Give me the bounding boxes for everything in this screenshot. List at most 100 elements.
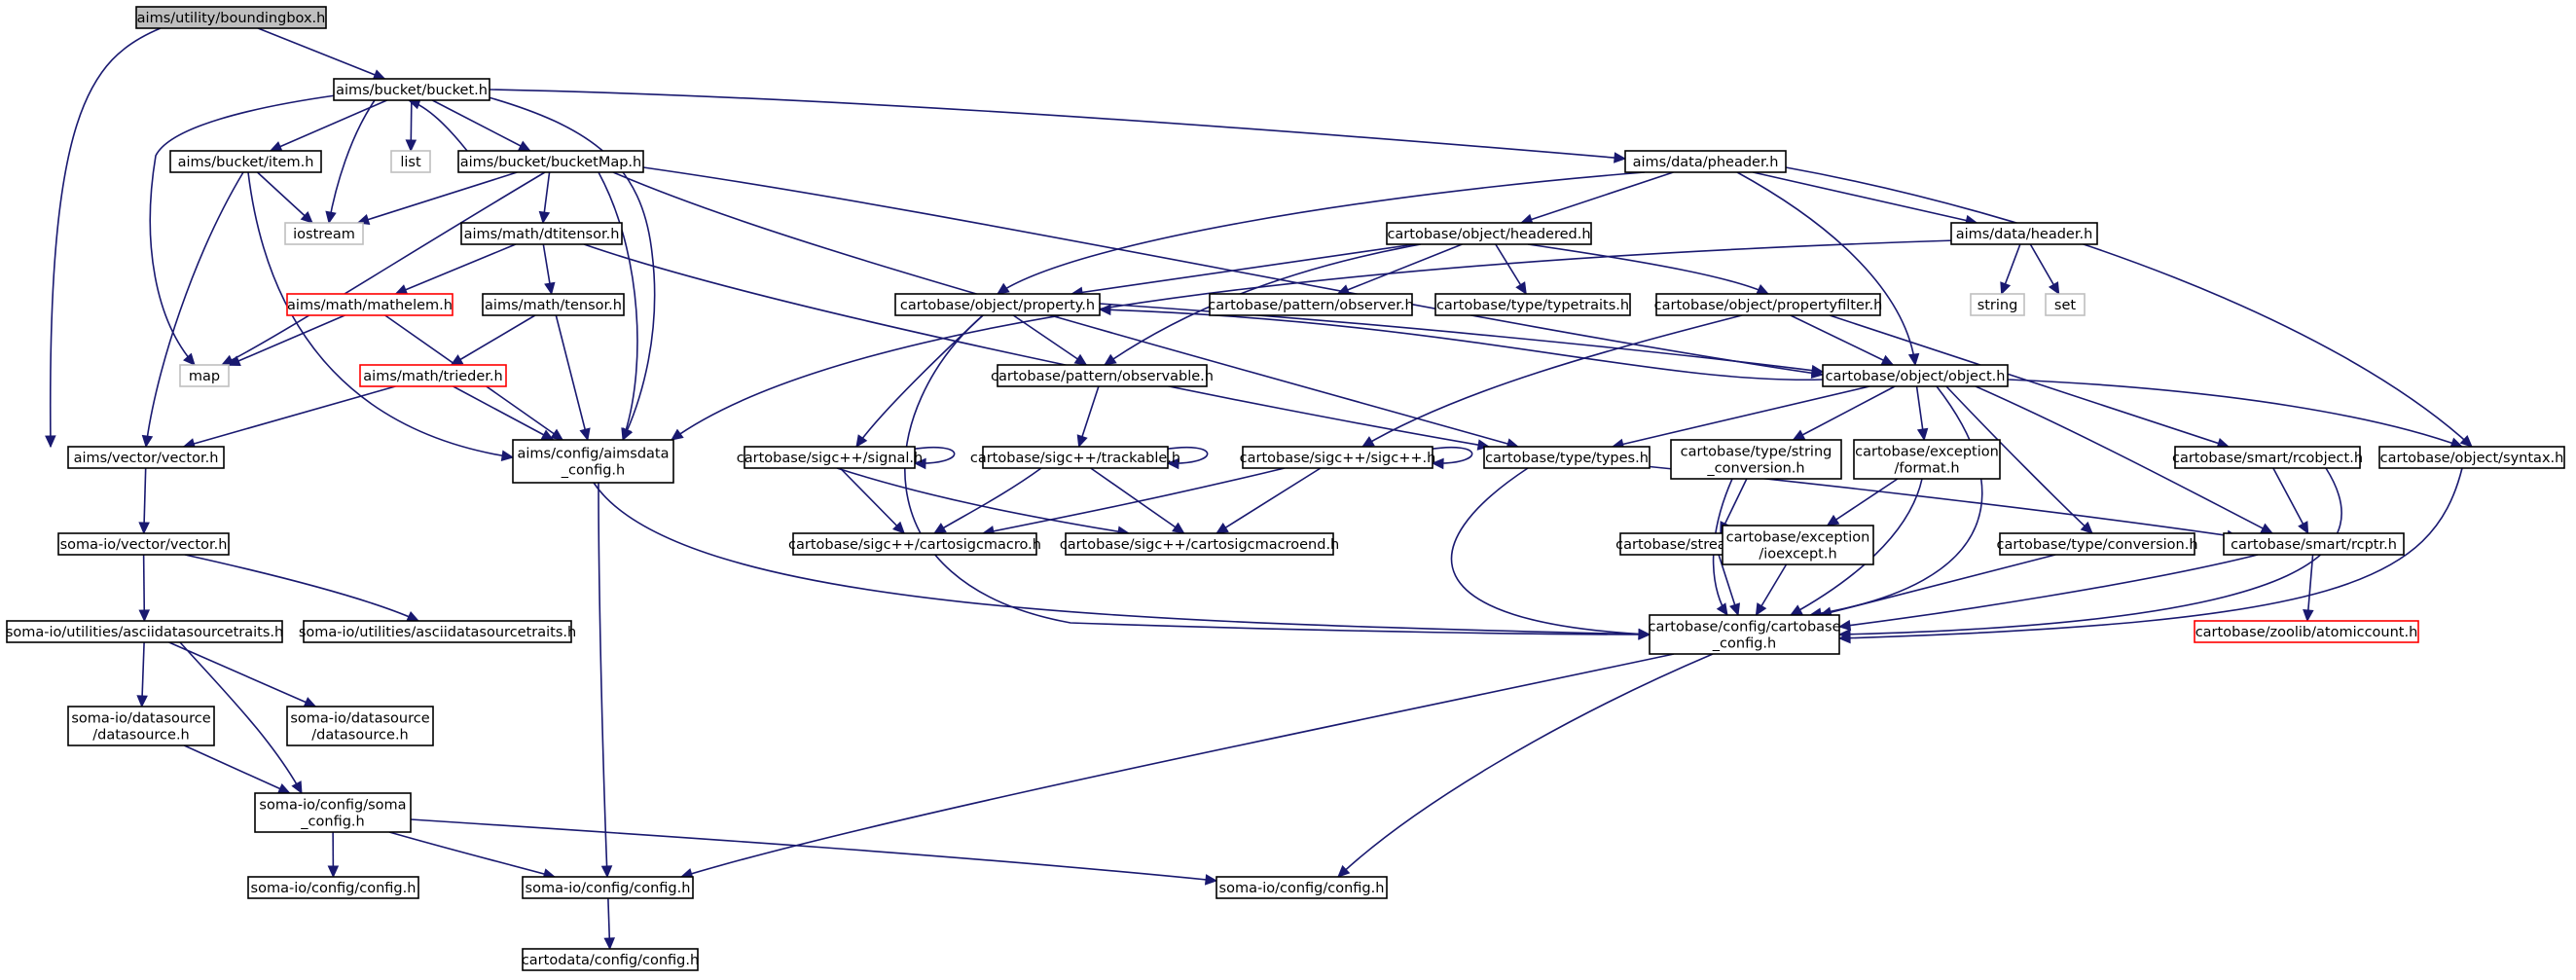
- node-observer-box: [1209, 293, 1413, 316]
- node-ioexcept[interactable]: cartobase/exception/ioexcept.h: [1722, 525, 1874, 565]
- edge-headered-to-propertyfilter-line: [1527, 243, 1769, 295]
- node-soma_cfg1[interactable]: soma-io/config/config.h: [247, 876, 419, 899]
- node-trieder[interactable]: aims/math/trieder.h: [359, 364, 507, 387]
- node-soma_cfg2[interactable]: soma-io/config/config.h: [522, 876, 694, 899]
- node-property[interactable]: cartobase/object/property.h: [894, 293, 1101, 316]
- node-observable[interactable]: cartobase/pattern/observable.h: [991, 364, 1214, 387]
- node-data_header[interactable]: aims/data/header.h: [1950, 222, 2098, 245]
- edge-rcobject-to-cartobase_config-line: [1838, 467, 2342, 635]
- node-sigcpp[interactable]: cartobase/sigc++/sigc++.h: [1240, 446, 1436, 469]
- edge-bucket-to-bucketmap: [431, 99, 531, 152]
- node-soma_vector[interactable]: soma-io/vector/vector.h: [57, 532, 230, 556]
- node-adst2-label: soma-io/utilities/asciidatasourcetraits.…: [299, 625, 576, 640]
- node-set[interactable]: set: [2045, 293, 2086, 316]
- edge-headered-to-observable-arrowhead: [1104, 353, 1117, 366]
- node-iostream-box: [284, 222, 364, 245]
- edge-mathelem-to-map-line: [228, 314, 345, 367]
- edge-boundingbox-to-bucket-line: [257, 27, 385, 80]
- edge-signal-to-signal-arrowhead: [913, 457, 926, 470]
- node-cartosigcmacroend[interactable]: cartobase/sigc++/cartosigcmacroend.h: [1060, 532, 1340, 556]
- edge-ioexcept-to-cartobase_config-arrowhead: [1755, 602, 1767, 617]
- edge-object-to-conversion-arrowhead: [2080, 521, 2093, 534]
- node-ds1[interactable]: soma-io/datasource/datasource.h: [67, 706, 215, 746]
- node-mathelem-label: aims/math/mathelem.h: [287, 298, 453, 313]
- edge-tensor-to-aimsdata_config-arrowhead: [579, 427, 591, 442]
- edge-sigcpp-to-cartosigcmacro: [981, 467, 1286, 537]
- edge-item-to-vector: [141, 171, 244, 449]
- node-aimsdata_config[interactable]: aims/config/aimsdata_config.h: [512, 439, 674, 484]
- node-syntax[interactable]: cartobase/object/syntax.h: [2378, 446, 2565, 469]
- node-property-box: [894, 293, 1101, 316]
- node-typetraits[interactable]: cartobase/type/typetraits.h: [1434, 293, 1631, 316]
- node-tensor[interactable]: aims/math/tensor.h: [482, 293, 625, 316]
- node-ds1-label-1: soma-io/datasource: [71, 711, 210, 727]
- edge-item-to-aimsdata_config-line: [247, 171, 514, 458]
- node-map[interactable]: map: [179, 364, 230, 387]
- node-list-label: list: [400, 155, 421, 170]
- node-cartosigcmacro[interactable]: cartobase/sigc++/cartosigcmacro.h: [788, 532, 1041, 556]
- node-iostream[interactable]: iostream: [284, 222, 364, 245]
- node-pheader-label: aims/data/pheader.h: [1633, 155, 1779, 170]
- edge-signal-to-cartosigcmacro: [839, 467, 906, 534]
- node-typetraits-label: cartobase/type/typetraits.h: [1436, 298, 1629, 313]
- node-string[interactable]: string: [1970, 293, 2025, 316]
- edge-property-to-signal-arrowhead: [855, 434, 868, 448]
- node-syntax-box: [2378, 446, 2565, 469]
- node-list[interactable]: list: [390, 150, 431, 173]
- node-atomiccount[interactable]: cartobase/zoolib/atomiccount.h: [2194, 620, 2419, 643]
- node-mathelem[interactable]: aims/math/mathelem.h: [286, 293, 454, 316]
- node-item[interactable]: aims/bucket/item.h: [169, 150, 322, 173]
- edge-propertyfilter-to-object: [1790, 314, 1895, 366]
- edge-bucketmap-to-aimsdata_config: [598, 171, 638, 442]
- node-soma_vector-box: [57, 532, 230, 556]
- node-rcobject[interactable]: cartobase/smart/rcobject.h: [2172, 446, 2363, 469]
- node-conversion[interactable]: cartobase/type/conversion.h: [1996, 532, 2198, 556]
- node-observer[interactable]: cartobase/pattern/observer.h: [1208, 293, 1414, 316]
- node-pheader[interactable]: aims/data/pheader.h: [1624, 150, 1787, 173]
- node-cartodata_cfg[interactable]: cartodata/config/config.h: [522, 948, 699, 971]
- node-object[interactable]: cartobase/object/object.h: [1822, 364, 2009, 387]
- node-soma_config[interactable]: soma-io/config/soma_config.h: [254, 792, 412, 833]
- node-string_conversion[interactable]: cartobase/type/string_conversion.h: [1670, 439, 1842, 480]
- edge-soma_vector-to-adst2: [184, 554, 420, 622]
- edge-soma_cfg2-to-cartodata_cfg: [603, 897, 616, 951]
- node-string-label: string: [1977, 298, 2018, 313]
- node-cartodata_cfg-label: cartodata/config/config.h: [522, 953, 699, 968]
- edge-sigcpp-to-sigcpp-line: [1427, 446, 1473, 464]
- node-adst2[interactable]: soma-io/utilities/asciidatasourcetraits.…: [299, 620, 576, 643]
- node-rcptr[interactable]: cartobase/smart/rcptr.h: [2223, 532, 2405, 556]
- node-types[interactable]: cartobase/type/types.h: [1483, 446, 1651, 469]
- edge-trackable-to-cartosigcmacro: [932, 467, 1042, 534]
- edge-bucketmap-to-object-line: [642, 166, 1824, 376]
- node-ds2[interactable]: soma-io/datasource/datasource.h: [286, 706, 434, 746]
- node-adst1[interactable]: soma-io/utilities/asciidatasourcetraits.…: [6, 620, 283, 643]
- node-dtitensor[interactable]: aims/math/dtitensor.h: [460, 222, 623, 245]
- edge-boundingbox-to-vector: [45, 27, 162, 449]
- node-propertyfilter[interactable]: cartobase/object/propertyfilter.h: [1654, 293, 1883, 316]
- node-cartobase_config[interactable]: cartobase/config/cartobase_config.h: [1648, 614, 1841, 655]
- node-trackable[interactable]: cartobase/sigc++/trackable.h: [970, 446, 1180, 469]
- node-headered[interactable]: cartobase/object/headered.h: [1386, 222, 1592, 245]
- node-exc_format[interactable]: cartobase/exception/format.h: [1853, 439, 2001, 480]
- node-signal-box: [744, 446, 916, 469]
- node-tensor-label: aims/math/tensor.h: [485, 298, 622, 313]
- edge-cartobase_config-to-soma_cfg3-line: [1337, 653, 1714, 878]
- edge-vector-to-soma_vector: [138, 467, 150, 535]
- node-vector[interactable]: aims/vector/vector.h: [67, 446, 225, 469]
- node-adst1-box: [6, 620, 283, 643]
- edge-bucketmap-to-object: [642, 166, 1825, 380]
- node-syntax-label: cartobase/object/syntax.h: [2380, 451, 2564, 466]
- node-propertyfilter-label: cartobase/object/propertyfilter.h: [1654, 298, 1883, 313]
- edge-adst1-to-soma_config: [179, 641, 303, 795]
- edge-sigcpp-to-cartosigcmacroend: [1215, 467, 1322, 534]
- edge-object-to-cartobase_config-line: [1809, 385, 1983, 616]
- node-signal[interactable]: cartobase/sigc++/signal.h: [737, 446, 923, 469]
- node-soma_cfg3[interactable]: soma-io/config/config.h: [1215, 876, 1388, 899]
- node-property-label: cartobase/object/property.h: [900, 298, 1095, 313]
- node-trackable-label: cartobase/sigc++/trackable.h: [970, 451, 1180, 466]
- node-bucket[interactable]: aims/bucket/bucket.h: [333, 78, 490, 101]
- edge-types-to-cartobase_config: [1450, 467, 1651, 640]
- node-cartobase_config-label-1: cartobase/config/cartobase: [1648, 620, 1840, 635]
- node-bucketmap[interactable]: aims/bucket/bucketMap.h: [457, 150, 644, 173]
